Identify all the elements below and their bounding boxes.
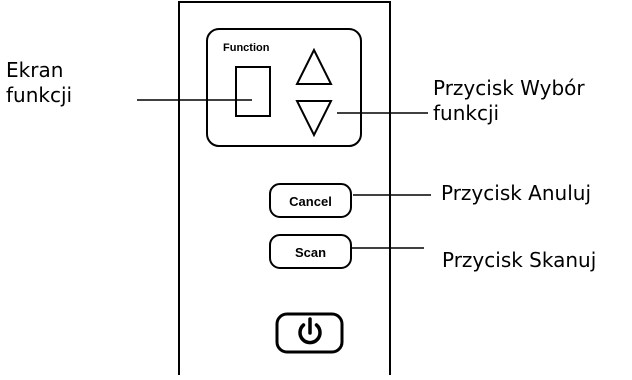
scan-button-label: Scan (295, 245, 326, 260)
function-label: Function (223, 42, 270, 54)
power-icon (298, 317, 322, 345)
label-scan: Przycisk Skanuj (442, 248, 596, 272)
panel-outline (178, 1, 391, 375)
function-screen (235, 66, 271, 117)
label-function-select: Przycisk Wybór funkcji (433, 76, 591, 125)
scan-button[interactable]: Scan (269, 234, 352, 269)
cancel-button-label: Cancel (289, 194, 332, 209)
label-cancel: Przycisk Anuluj (441, 181, 591, 205)
function-button-group (206, 28, 362, 147)
triangle-down-icon[interactable] (295, 100, 333, 138)
power-button[interactable] (275, 312, 344, 354)
cancel-button[interactable]: Cancel (269, 183, 352, 218)
label-function-screen: Ekran funkcji (6, 58, 72, 107)
triangle-up-icon[interactable] (295, 47, 333, 85)
